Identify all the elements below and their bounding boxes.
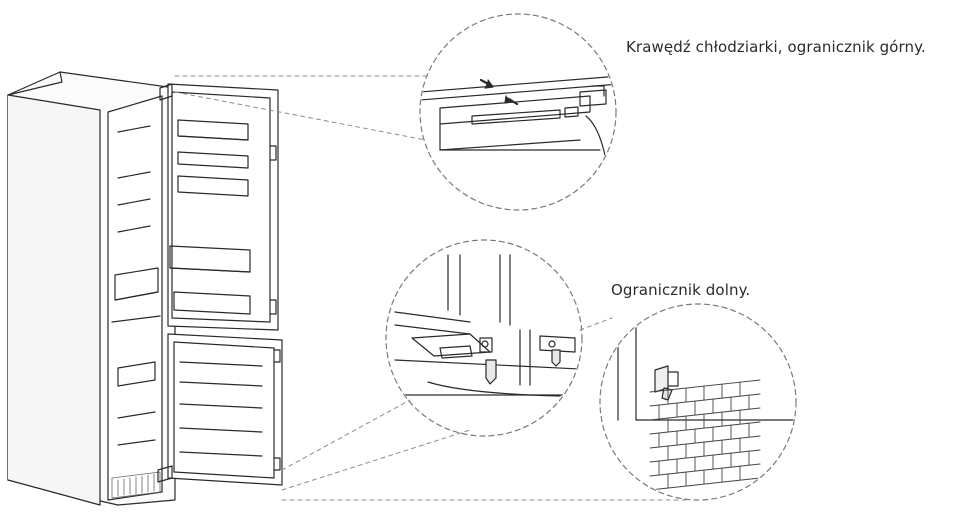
bottom-stopper-detail <box>599 303 797 501</box>
top-stopper-label: Krawędź chłodziarki, ogranicznik górny. <box>626 38 926 56</box>
bottom-hinge-detail <box>385 239 583 437</box>
bottom-stopper-label: Ogranicznik dolny. <box>611 281 751 299</box>
leader-lines <box>174 75 691 501</box>
top-stopper-detail <box>419 13 617 211</box>
refrigerator-illustration <box>7 71 283 506</box>
